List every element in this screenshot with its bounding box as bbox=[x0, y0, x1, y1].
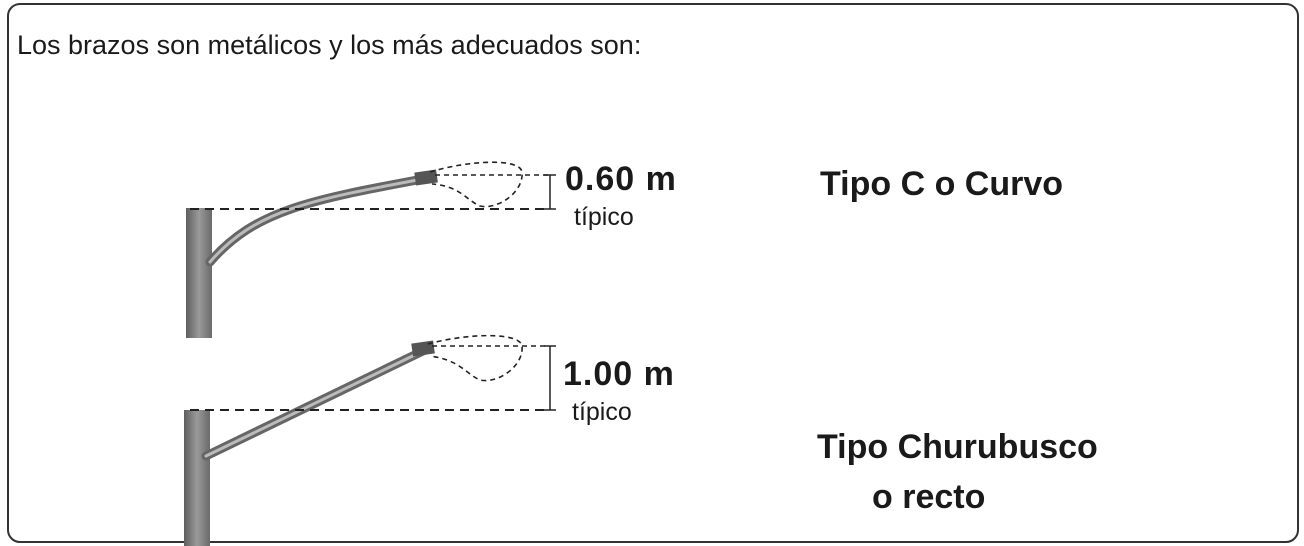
luminaire-outline-1 bbox=[429, 161, 523, 208]
arm-2-dimension-value: 1.00 m bbox=[563, 355, 675, 393]
luminaire-outline-2 bbox=[427, 334, 523, 382]
pole-1 bbox=[186, 208, 212, 338]
arm-1-dimension-value: 0.60 m bbox=[565, 160, 677, 198]
arm-1-type-label: Tipo C o Curvo bbox=[820, 165, 1064, 203]
diagram-border bbox=[7, 3, 1299, 543]
arm-1-dimension-note: típico bbox=[574, 203, 634, 231]
arm-2-type-sublabel: o recto bbox=[872, 478, 986, 516]
intro-text: Los brazos son metálicos y los más adecu… bbox=[17, 30, 642, 60]
arm-2-type-label: Tipo Churubusco bbox=[817, 428, 1098, 466]
pole-2 bbox=[184, 410, 210, 546]
luminaire-mount-1 bbox=[414, 169, 438, 186]
curved-arm bbox=[205, 173, 433, 267]
straight-arm-illustration bbox=[184, 334, 556, 546]
arm-2-dimension-note: típico bbox=[572, 398, 632, 426]
curved-arm-illustration bbox=[186, 161, 556, 338]
